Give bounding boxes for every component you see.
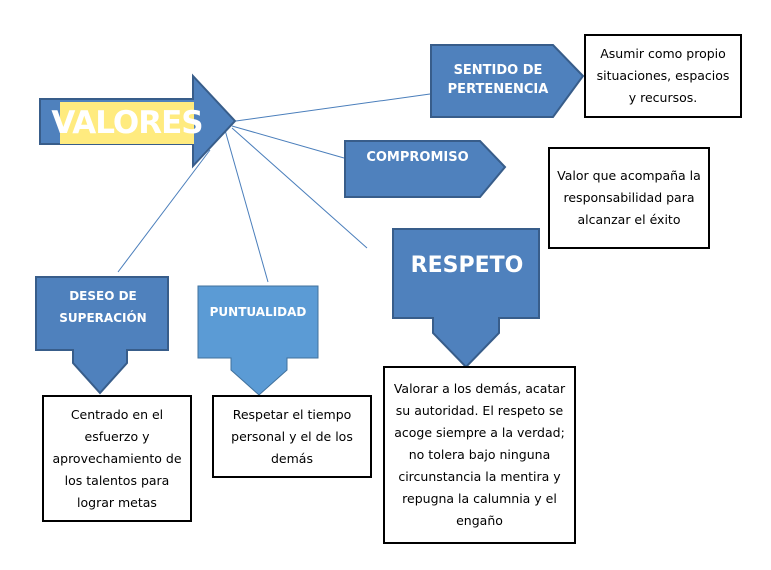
respeto-label: RESPETO — [410, 253, 524, 279]
deseo-shape — [35, 276, 169, 395]
puntualidad-description: Respetar el tiempo personal y el de los … — [212, 395, 372, 478]
deseo-label: DESEO DE SUPERACIÓN — [59, 289, 147, 325]
sentido-shape — [430, 44, 585, 118]
deseo-description: Centrado en el esfuerzo y aprovechamient… — [42, 395, 192, 522]
sentido-description: Asumir como propio situaciones, espacios… — [584, 34, 742, 118]
sentido-label: SENTIDO DE PERTENENCIA — [447, 63, 549, 97]
connector-puntualidad — [224, 129, 269, 283]
valores-label: VALORES — [51, 102, 204, 144]
connector-deseo — [117, 149, 211, 273]
compromiso-description: Valor que acompaña la responsabilidad pa… — [548, 147, 710, 249]
compromiso-label: COMPROMISO — [366, 149, 469, 165]
connector-compromiso — [231, 125, 345, 159]
puntualidad-shape — [197, 285, 319, 396]
connector-respeto — [231, 127, 368, 249]
respeto-shape — [392, 228, 540, 369]
respeto-description: Valorar a los demás, acatar su autoridad… — [383, 366, 576, 544]
connector-sentido — [235, 93, 431, 122]
compromiso-shape — [344, 140, 507, 198]
puntualidad-label: PUNTUALIDAD — [209, 305, 307, 320]
